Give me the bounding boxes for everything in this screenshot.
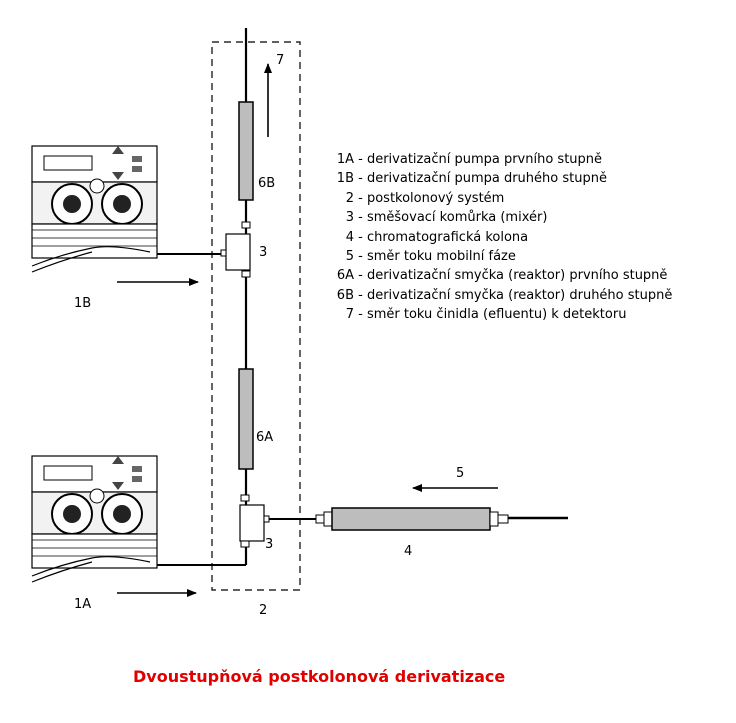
diagram-title: Dvoustupňová postkolonová derivatizace [133,667,506,686]
reactor-6a [238,368,254,470]
legend-key: 5 [345,249,354,265]
label-pump-1b: 1B [74,296,92,311]
mixer-b [220,221,251,278]
postcolumn-system-boundary [211,41,301,591]
pump-1a [31,455,158,583]
label-column-4: 4 [404,544,413,559]
legend-row: 7 - směr toku činidla (efluentu) k detek… [318,305,672,324]
legend-row: 1B - derivatizační pumpa druhého stupně [318,169,672,188]
legend-row: 1A - derivatizační pumpa prvního stupně [318,150,672,169]
mixer-a [239,494,270,548]
label-pump-1a: 1A [74,597,92,612]
legend-text: - směr toku mobilní fáze [358,249,516,265]
legend-key: 2 [345,190,354,206]
legend-key: 4 [345,229,354,245]
legend-text: - derivatizační smyčka (reaktor) druhého… [358,287,673,303]
legend-row: 4 - chromatografická kolona [318,228,672,247]
label-system-2: 2 [259,603,268,618]
legend-key: 3 [345,210,354,226]
legend-text: - směšovací komůrka (mixér) [358,210,548,226]
label-flow-7: 7 [276,53,285,68]
legend-row: 3 - směšovací komůrka (mixér) [318,208,672,227]
label-reactor-6b: 6B [258,176,276,191]
legend-text: - chromatografická kolona [358,229,529,245]
legend-key: 1A [336,152,354,167]
legend-row: 2 - postkolonový systém [318,189,672,208]
chromatographic-column [315,507,509,531]
legend-row: 6B - derivatizační smyčka (reaktor) druh… [318,286,673,305]
label-flow-5: 5 [456,466,465,481]
legend-key: 6A [336,268,354,284]
legend-key: 1B [336,171,354,187]
legend: 1A - derivatizační pumpa prvního stupně … [318,150,673,325]
reactor-6b [238,101,254,201]
label-mixer-b: 3 [259,245,268,260]
legend-row: 6A - derivatizační smyčka (reaktor) prvn… [318,266,672,285]
legend-text: - derivatizační pumpa prvního stupně [358,152,603,167]
legend-text: - směr toku činidla (efluentu) k detekto… [358,307,627,323]
legend-text: - derivatizační pumpa druhého stupně [358,171,607,187]
legend-text: - derivatizační smyčka (reaktor) prvního… [358,268,668,284]
legend-key: 7 [345,307,354,323]
legend-row: 5 - směr toku mobilní fáze [318,247,672,266]
label-mixer-a: 3 [265,537,274,552]
legend-text: - postkolonový systém [358,190,505,206]
pump-1b [31,145,158,273]
legend-key: 6B [336,287,354,303]
label-reactor-6a: 6A [256,430,274,445]
